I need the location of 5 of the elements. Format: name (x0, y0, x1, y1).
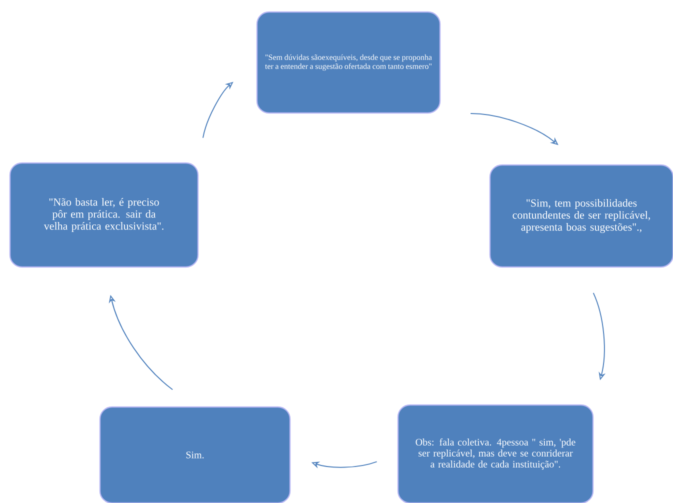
process-box: Obs: fala coletiva. 4pessoa " sim, 'pde ser replicável, mas deve se conriderar a realidade de cada instituição". (397, 404, 594, 503)
process-box: "Sim, tem possibilidades contundentes de ser replicável, apresenta boas sugestões"., (489, 164, 673, 268)
process-box: "Sem dúvidas sãoexequíveis, desde que se proponha ter a entender a sugestão ofertada com tanto esmero" (256, 11, 441, 114)
process-box: Sim. (99, 406, 291, 503)
process-box: "Não basta ler, é preciso pôr em prática. sair da velha prática exclusivista". (9, 162, 199, 268)
